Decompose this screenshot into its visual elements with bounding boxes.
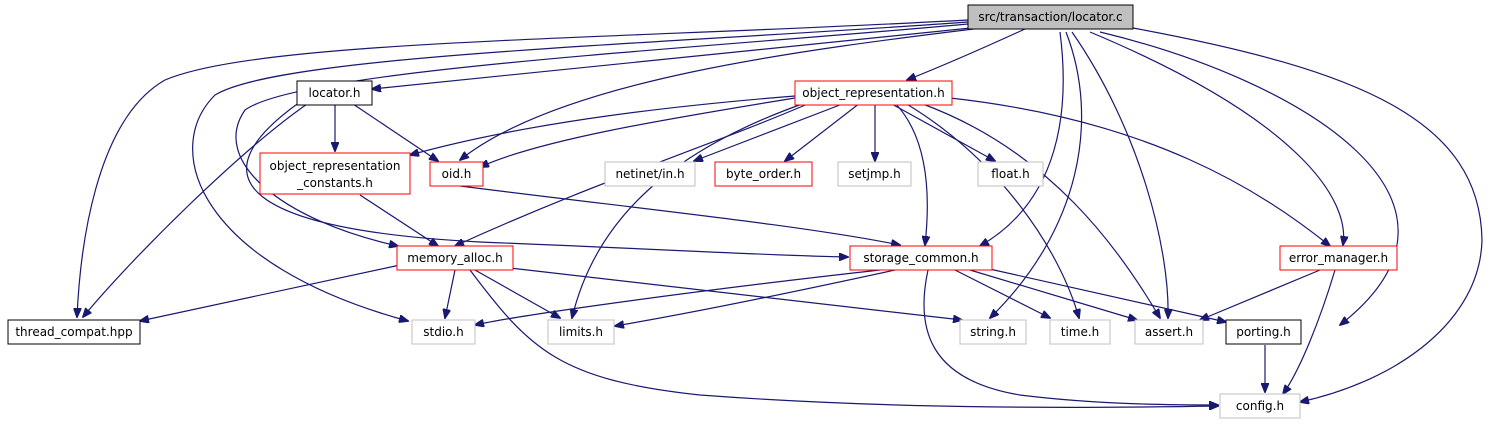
edge-locator-c-to-memory-alloc-h xyxy=(235,23,969,246)
node-stdio-h[interactable]: stdio.h xyxy=(411,319,476,345)
edge-memory-alloc-h-to-config-h xyxy=(469,269,1218,407)
edge-or-h-to-oid-h xyxy=(480,97,796,167)
node-label: float.h xyxy=(991,167,1029,181)
edge-or-h-to-or-constants-h xyxy=(410,95,796,155)
edge-locator-c-to-object-representation-h xyxy=(907,28,1026,80)
node-label: limits.h xyxy=(559,325,603,339)
edge-storage-common-h-to-time-h xyxy=(954,269,1050,318)
node-object-representation-constants-h[interactable]: object_representation _constants.h xyxy=(259,152,411,195)
edge-locator-c-to-stdio-h xyxy=(192,21,969,321)
edge-locator-c-to-porting-h xyxy=(1099,31,1399,325)
edge-or-h-to-netinet xyxy=(694,102,846,161)
edge-storage-common-h-to-assert-h xyxy=(969,269,1137,320)
edge-or-h-to-float xyxy=(889,102,995,161)
node-locator-c[interactable]: src/transaction/locator.c xyxy=(967,4,1134,30)
dependency-nodes: src/transaction/locator.c locator.h obje… xyxy=(7,4,1398,419)
node-object-representation-h[interactable]: object_representation.h xyxy=(794,80,953,106)
edge-storage-common-h-to-porting-h xyxy=(984,267,1226,322)
edge-or-h-to-byte-order xyxy=(785,102,861,161)
node-float-h[interactable]: float.h xyxy=(977,161,1044,187)
node-label: stdio.h xyxy=(423,325,463,339)
edge-memory-alloc-h-to-stdio-h xyxy=(445,269,456,318)
node-memory-alloc-h[interactable]: memory_alloc.h xyxy=(396,245,514,271)
node-locator-h[interactable]: locator.h xyxy=(296,80,373,106)
edge-or-h-to-time-h xyxy=(904,102,1079,318)
edge-error-manager-h-to-config-h xyxy=(1283,269,1336,394)
edge-or-h-to-limits-h xyxy=(572,102,806,318)
node-storage-common-h[interactable]: storage_common.h xyxy=(849,245,993,271)
edge-locator-c-to-thread-compat xyxy=(77,19,969,317)
node-error-manager-h[interactable]: error_manager.h xyxy=(1279,245,1398,271)
edge-locator-c-to-assert-h xyxy=(1071,31,1168,318)
edge-memory-alloc-h-to-string-h xyxy=(509,267,962,320)
node-time-h[interactable]: time.h xyxy=(1049,319,1111,345)
node-label: locator.h xyxy=(309,86,361,100)
node-label: oid.h xyxy=(442,167,472,181)
edge-storage-common-h-to-stdio-h xyxy=(475,269,881,325)
node-label: config.h xyxy=(1236,399,1284,413)
node-label: byte_order.h xyxy=(726,167,801,181)
edge-or-constants-h-to-memory-alloc-h xyxy=(359,194,438,246)
edge-storage-common-h-to-limits-h xyxy=(615,269,896,326)
node-setjmp-h[interactable]: setjmp.h xyxy=(837,161,912,187)
edge-locator-c-to-config-h xyxy=(1132,27,1483,402)
node-label-line1: object_representation xyxy=(270,159,401,173)
edge-or-h-to-assert-h xyxy=(919,102,1160,318)
node-config-h[interactable]: config.h xyxy=(1219,393,1301,419)
node-byte-order-h[interactable]: byte_order.h xyxy=(714,161,813,187)
node-label-line2: _constants.h xyxy=(296,176,373,190)
node-assert-h[interactable]: assert.h xyxy=(1134,319,1204,345)
node-oid-h[interactable]: oid.h xyxy=(429,161,484,187)
edge-memory-alloc-h-to-thread-compat xyxy=(140,264,401,321)
edge-locator-h-to-oid-h xyxy=(349,101,438,161)
edge-locator-c-to-error-manager-h xyxy=(1089,31,1344,245)
node-label: time.h xyxy=(1061,325,1100,339)
node-label: thread_compat.hpp xyxy=(15,325,132,339)
dependency-edges xyxy=(77,19,1483,407)
node-porting-h[interactable]: porting.h xyxy=(1225,319,1302,345)
node-label: setjmp.h xyxy=(848,167,900,181)
edge-locator-h-to-thread-compat xyxy=(83,101,311,317)
edge-oid-h-to-storage-common-h xyxy=(459,185,900,245)
edge-locator-c-to-locator-h xyxy=(372,24,1001,89)
node-thread-compat-hpp[interactable]: thread_compat.hpp xyxy=(7,319,141,345)
node-limits-h[interactable]: limits.h xyxy=(547,319,615,345)
node-label: porting.h xyxy=(1236,325,1291,339)
edge-storage-common-h-to-config-h xyxy=(923,269,1218,405)
node-label: memory_alloc.h xyxy=(407,251,503,265)
edge-or-h-to-error-manager-h xyxy=(949,97,1330,246)
node-label: src/transaction/locator.c xyxy=(978,10,1122,24)
node-string-h[interactable]: string.h xyxy=(959,319,1027,345)
edge-locator-c-to-string-h xyxy=(990,31,1083,318)
node-label: storage_common.h xyxy=(863,251,978,265)
node-netinet-in-h[interactable]: netinet/in.h xyxy=(604,161,696,187)
edge-locator-c-to-storage-common-h xyxy=(980,31,1064,246)
edge-locator-h-to-storage-common-h xyxy=(246,101,848,257)
edge-locator-c-to-oid-h xyxy=(460,26,991,160)
edge-error-manager-h-to-assert-h xyxy=(1200,269,1321,320)
node-label: object_representation.h xyxy=(802,86,944,100)
node-label: assert.h xyxy=(1145,325,1193,339)
edge-memory-alloc-h-to-limits-h xyxy=(474,269,560,318)
node-label: netinet/in.h xyxy=(615,167,684,181)
node-label: string.h xyxy=(970,325,1016,339)
edge-or-h-to-storage-common-h xyxy=(894,102,927,245)
node-label: error_manager.h xyxy=(1289,251,1388,265)
